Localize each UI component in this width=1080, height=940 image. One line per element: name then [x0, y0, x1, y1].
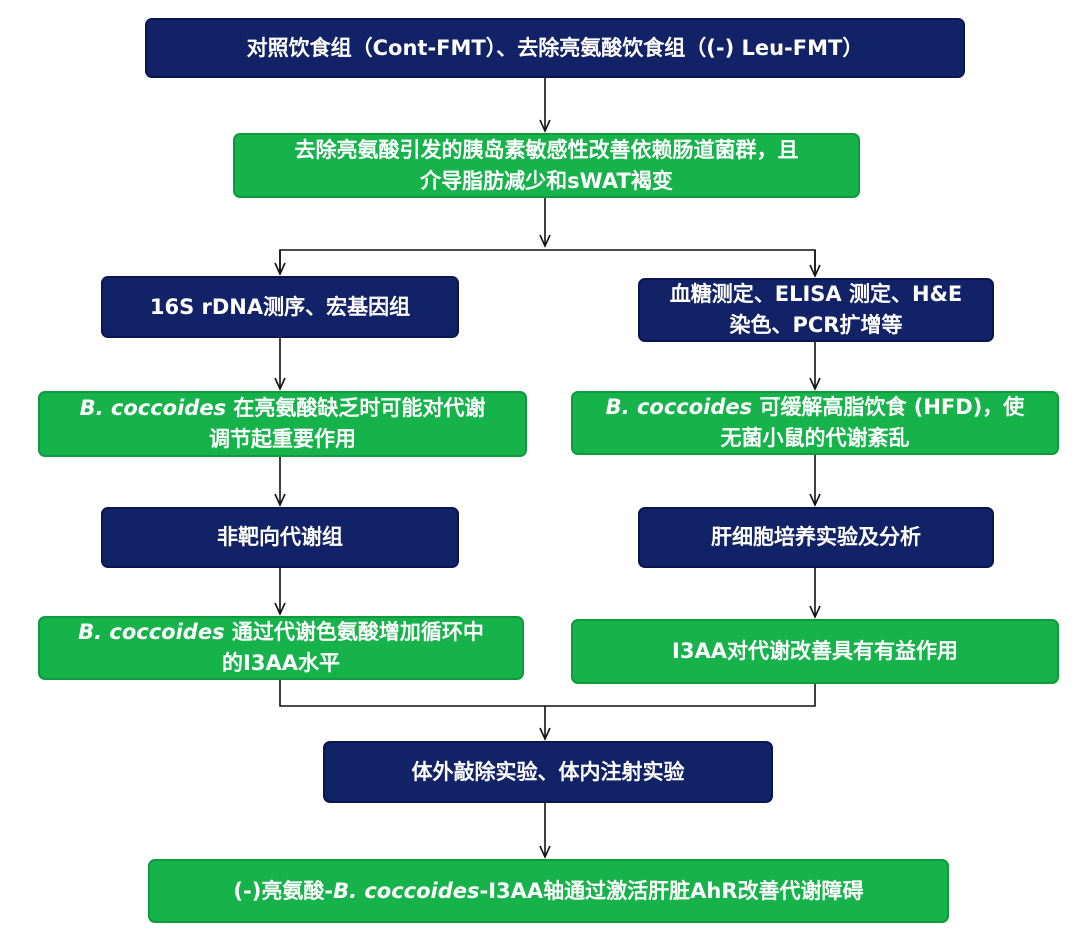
- node-16s-sequencing: 16S rDNA测序、宏基因组: [101, 276, 459, 338]
- node-bcoccoides-i3aa-line1: 通过代谢色氨酸增加循环中: [224, 620, 484, 644]
- merge-bracket: [279, 680, 816, 707]
- node-fmt-groups: 对照饮食组（Cont-FMT）、去除亮氨酸饮食组（(-) Leu-FMT）: [145, 18, 965, 78]
- node-i3aa-metabolic-benefit-text: I3AA对代谢改善具有有益作用: [672, 639, 958, 663]
- node-16s-sequencing-text: 16S rDNA测序、宏基因组: [149, 294, 411, 319]
- node-conclusion-suffix: -I3AA轴通过激活肝脏AhR改善代谢障碍: [479, 878, 864, 903]
- node-leucine-insulin-line2: 介导脂肪减少和sWAT褐变: [420, 168, 673, 193]
- node-knockout-injection: 体外敲除实验、体内注射实验: [323, 741, 773, 803]
- node-leucine-insulin-line1: 去除亮氨酸引发的胰岛素敏感性改善依赖肠道菌群，且: [294, 137, 799, 162]
- node-glucose-elisa-line2: 染色、PCR扩增等: [729, 313, 903, 337]
- node-bcoccoides-hfd-line2: 无菌小鼠的代谢紊乱: [720, 426, 910, 450]
- node-untargeted-metabolomics: 非靶向代谢组: [101, 507, 459, 568]
- node-knockout-injection-text: 体外敲除实验、体内注射实验: [411, 759, 685, 784]
- node-i3aa-metabolic-benefit: I3AA对代谢改善具有有益作用: [571, 619, 1059, 684]
- species-name: B. coccoides: [79, 396, 227, 420]
- node-untargeted-metabolomics-text: 非靶向代谢组: [217, 525, 343, 549]
- node-glucose-elisa-assays: 血糖测定、ELISA 测定、H&E 染色、PCR扩增等: [638, 278, 994, 342]
- node-bcoccoides-i3aa-level: B. coccoides 通过代谢色氨酸增加循环中 的I3AA水平: [38, 616, 524, 680]
- species-name: B. coccoides: [78, 620, 225, 644]
- node-fmt-groups-text: 对照饮食组（Cont-FMT）、去除亮氨酸饮食组（(-) Leu-FMT）: [246, 35, 864, 60]
- species-name: B. coccoides: [605, 395, 753, 419]
- node-bcoccoides-leucine-line2: 调节起重要作用: [209, 427, 356, 451]
- node-bcoccoides-i3aa-line2: 的I3AA水平: [222, 651, 340, 675]
- split-bracket: [279, 249, 816, 272]
- node-hepatocyte-culture-text: 肝细胞培养实验及分析: [711, 525, 921, 549]
- node-conclusion-prefix: (-)亮氨酸-: [233, 878, 334, 903]
- node-bcoccoides-hfd-line1: 可缓解高脂饮食 (HFD)，使: [752, 395, 1025, 419]
- node-bcoccoides-leucine-deficiency: B. coccoides 在亮氨酸缺乏时可能对代谢 调节起重要作用: [38, 391, 527, 457]
- node-conclusion-ahr-axis: (-)亮氨酸-B. coccoides-I3AA轴通过激活肝脏AhR改善代谢障碍: [148, 859, 949, 923]
- species-name: B. coccoides: [333, 878, 480, 903]
- node-glucose-elisa-line1: 血糖测定、ELISA 测定、H&E: [669, 282, 963, 306]
- node-bcoccoides-hfd: B. coccoides 可缓解高脂饮食 (HFD)，使 无菌小鼠的代谢紊乱: [571, 391, 1059, 455]
- node-leucine-insulin-sensitivity: 去除亮氨酸引发的胰岛素敏感性改善依赖肠道菌群，且 介导脂肪减少和sWAT褐变: [233, 133, 860, 198]
- node-bcoccoides-leucine-line1: 在亮氨酸缺乏时可能对代谢: [226, 396, 486, 420]
- node-hepatocyte-culture: 肝细胞培养实验及分析: [638, 507, 994, 568]
